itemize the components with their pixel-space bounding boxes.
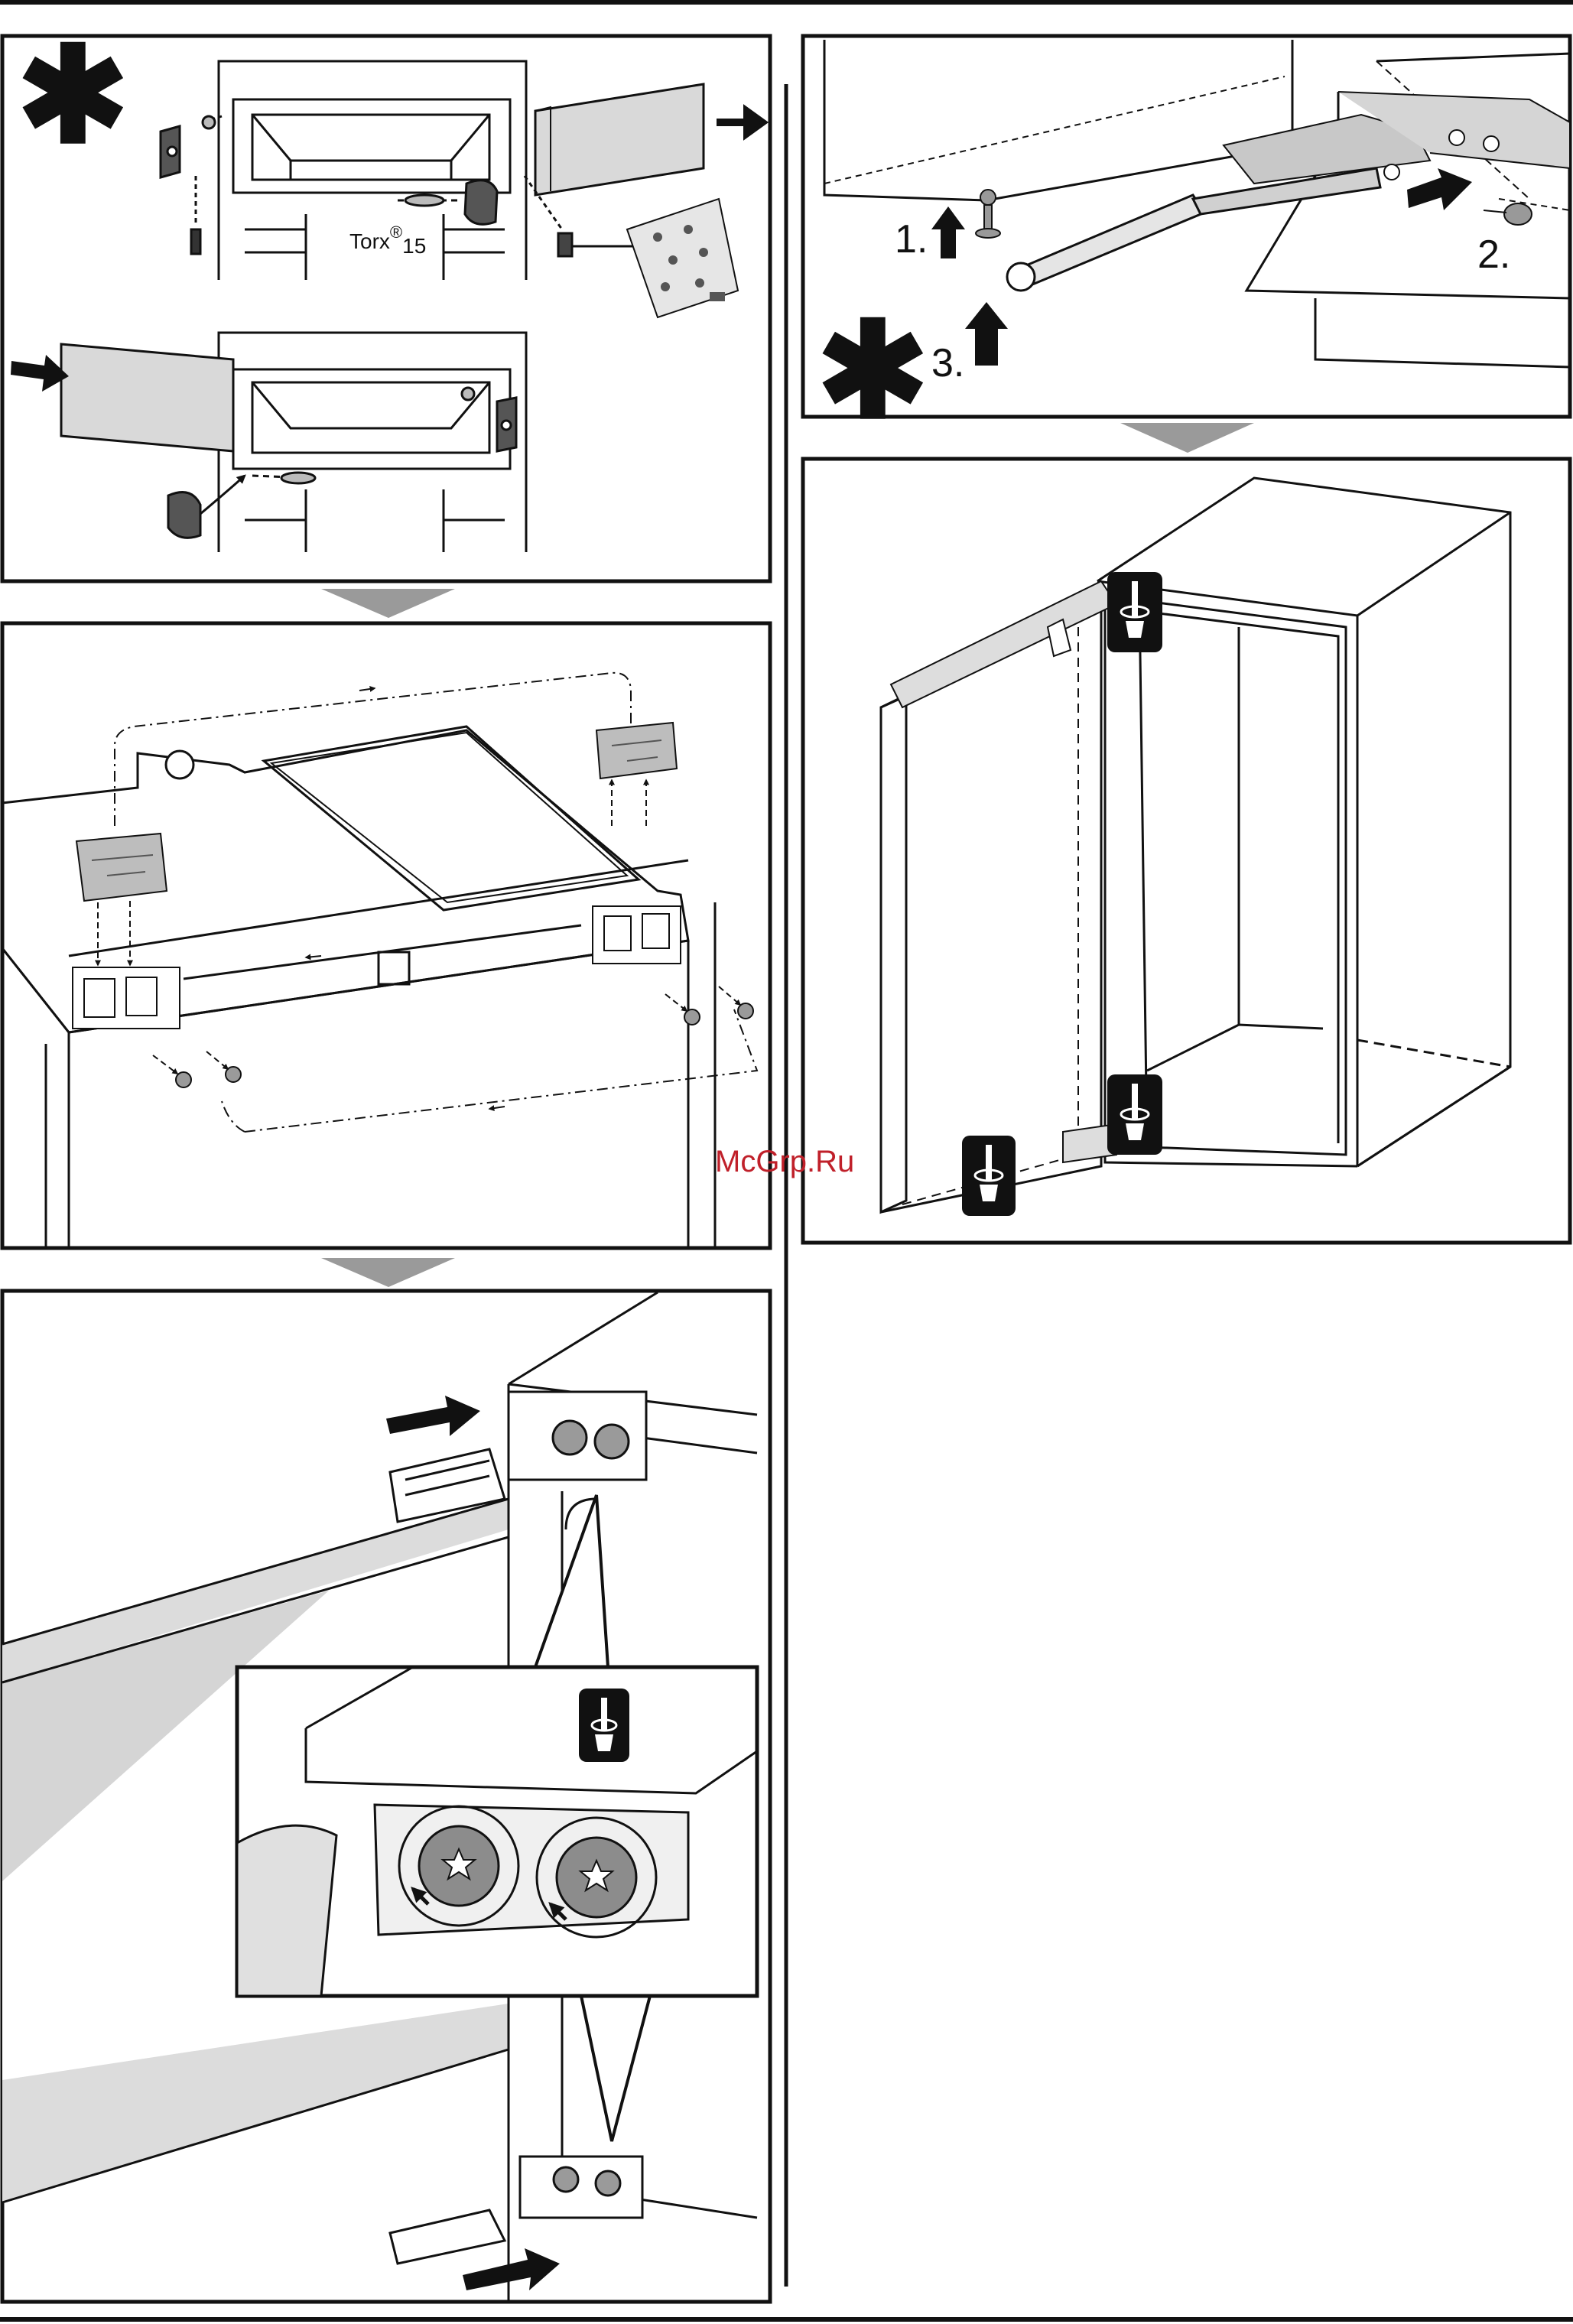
- step-arrow-down-icon: [1120, 423, 1254, 453]
- screwdriver-icon: [579, 1689, 629, 1762]
- screwdriver-icon: [962, 1136, 1016, 1216]
- watermark: McGrp.Ru: [715, 1145, 854, 1178]
- optional-step-star: ✱: [17, 21, 129, 171]
- panel-door-transfer: ✱: [2, 21, 770, 581]
- panel-hinge-closeup: [2, 1291, 770, 2302]
- step-arrow-down-icon: [321, 589, 455, 618]
- door-open-illustration: [881, 581, 1116, 1212]
- optional-step-star: ✱: [817, 297, 929, 446]
- top-rule: [0, 0, 1573, 5]
- bottom-rule: [0, 2317, 1573, 2322]
- panel-damper: 1. 2. 3. ✱: [803, 36, 1570, 446]
- step-1-label: 1.: [895, 217, 928, 262]
- step-arrow-down-icon: [321, 1258, 455, 1287]
- panel-hinge-mount: [2, 623, 770, 1248]
- panel-door-adjust: [803, 459, 1570, 1243]
- screwdriver-icon: [1107, 1074, 1162, 1155]
- step-3-label: 3.: [931, 341, 964, 385]
- step-2-label: 2.: [1477, 232, 1510, 277]
- screwdriver-icon: [1107, 572, 1162, 652]
